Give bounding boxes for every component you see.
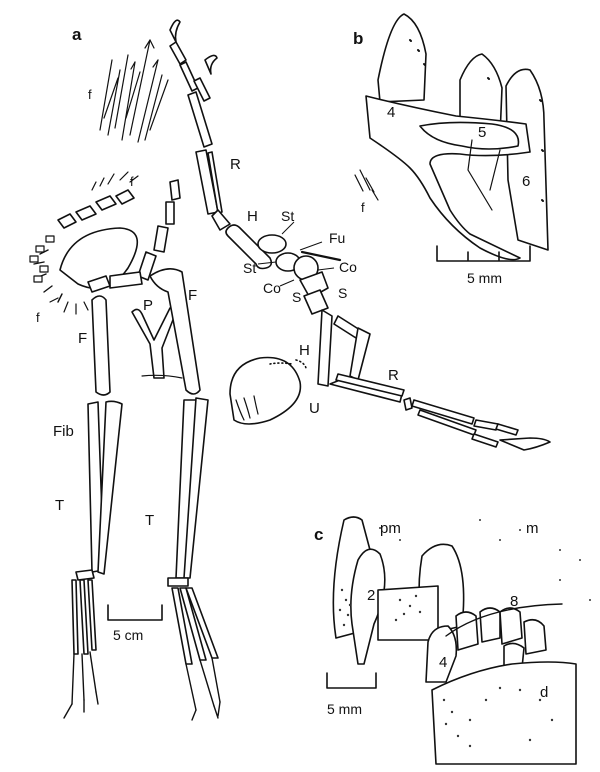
forelimb-lower [317, 309, 551, 451]
label-F-right: F [188, 287, 197, 304]
label-tooth-8: 8 [510, 593, 518, 610]
panel-a-label: a [72, 25, 82, 44]
label-S-left: S [292, 289, 301, 305]
tooth-5-label: 5 [478, 124, 486, 141]
femur-left [91, 295, 111, 396]
label-R-lower: R [388, 367, 399, 384]
feather-filaments-mid [354, 169, 379, 201]
pubis [131, 306, 177, 379]
tooth-4-label: 4 [387, 104, 395, 121]
label-f-top: f [88, 87, 92, 102]
label-S-right: S [338, 285, 347, 301]
forelimb-upper [169, 19, 273, 270]
scale-bar-c-label: 5 mm [327, 701, 362, 717]
label-T-left: T [55, 497, 64, 514]
label-R-upper: R [230, 156, 241, 173]
dentary [431, 661, 577, 765]
scale-bar-a-label: 5 cm [113, 627, 143, 643]
femur-right [149, 268, 201, 395]
scale-bar-b: 5 mm [436, 245, 531, 286]
shoulder-girdle [257, 221, 342, 315]
panel-c: c pm m 2 4 [314, 516, 591, 765]
label-Co-left: Co [263, 280, 281, 296]
label-Fib: Fib [53, 423, 74, 440]
label-U: U [309, 400, 320, 417]
stipple-shading [338, 519, 591, 748]
panel-b: b 4 5 6 5 mm [353, 13, 549, 286]
label-H-upper: H [247, 208, 258, 225]
skull-and-neck [29, 171, 181, 315]
tooth-4-c [425, 625, 458, 683]
label-tooth-4: 4 [439, 654, 447, 671]
label-f-neck: f [130, 174, 134, 189]
label-P: P [143, 297, 153, 314]
label-f-mid: f [361, 200, 365, 215]
label-St-top: St [281, 208, 294, 224]
tooth-8-c [499, 607, 523, 645]
label-St-left: St [243, 260, 256, 276]
leg-right [167, 397, 221, 721]
panel-c-label: c [314, 525, 323, 544]
leg-left [63, 400, 123, 719]
label-H-lower: H [299, 342, 310, 359]
tooth-4-outline [377, 13, 427, 103]
label-F-left: F [78, 330, 87, 347]
label-pm: pm [380, 520, 401, 537]
premaxilla-body [377, 585, 439, 641]
label-Co-right: Co [339, 259, 357, 275]
label-tooth-2: 2 [367, 587, 375, 604]
label-Fu: Fu [329, 230, 345, 246]
tooth-6-outline [505, 68, 549, 251]
label-f-lower: f [36, 310, 40, 325]
scale-bar-c: 5 mm [326, 672, 377, 717]
scale-bar-a: 5 cm [107, 604, 163, 643]
tooth-5-outline [459, 53, 503, 137]
label-m: m [526, 520, 539, 537]
panel-b-label: b [353, 29, 363, 48]
tooth-6-label: 6 [522, 173, 530, 190]
label-T-right: T [145, 512, 154, 529]
panel-a: a [29, 19, 551, 721]
label-d: d [540, 684, 548, 701]
claw-sheath [229, 356, 307, 425]
feather-filaments-top [99, 39, 169, 143]
scale-bar-b-label: 5 mm [467, 270, 502, 286]
